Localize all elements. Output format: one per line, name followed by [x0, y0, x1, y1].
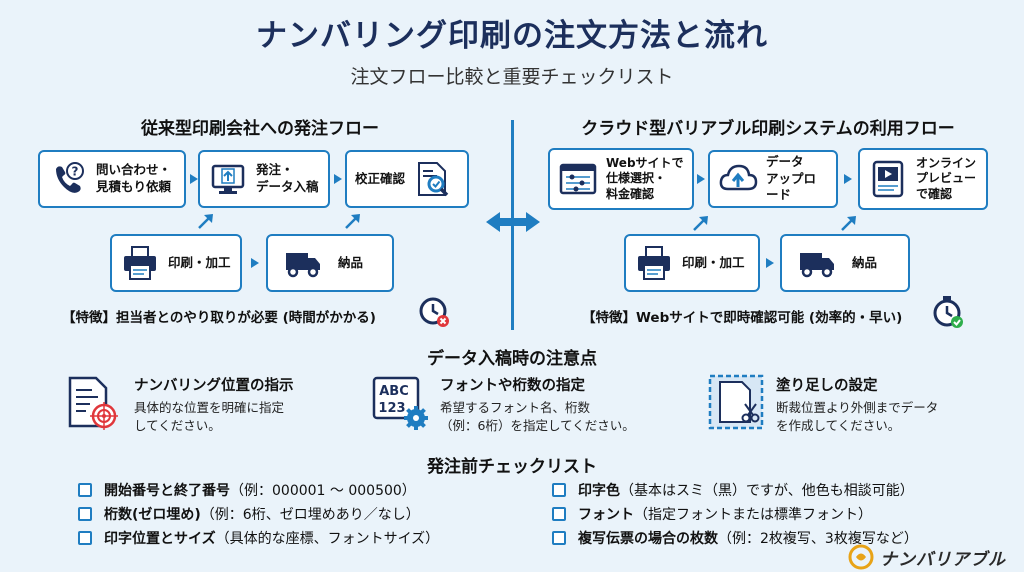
- check-label-bold: 桁数(ゼロ埋め): [104, 507, 201, 523]
- step-label: 問い合わせ・ 見積もり依頼: [96, 162, 172, 194]
- document-target-icon: [68, 376, 118, 430]
- arrow-right-icon: [766, 258, 774, 268]
- left-step-delivery: 納品: [266, 234, 394, 292]
- brand-logo-text: ナンバリアブル: [880, 549, 1006, 570]
- step-label: 印刷・加工: [168, 254, 231, 270]
- checklist-item[interactable]: 開始番号と終了番号（例：000001 ～ 000500）: [78, 478, 439, 502]
- arrow-right-icon: [844, 174, 852, 184]
- right-step-print: 印刷・加工: [624, 234, 760, 292]
- bleed-scissors-icon: [708, 374, 764, 430]
- check-label-bold: 開始番号と終了番号: [104, 483, 230, 499]
- checklist-left: 開始番号と終了番号（例：000001 ～ 000500） 桁数(ゼロ埋め)（例：…: [78, 478, 439, 550]
- check-label-bold: 複写伝票の場合の枚数: [578, 531, 718, 547]
- checklist-item[interactable]: 複写伝票の場合の枚数（例：2枚複写、3枚複写など）: [552, 526, 918, 550]
- step-label: 発注・ データ入稿: [256, 162, 319, 194]
- left-step-order: 発注・ データ入稿: [198, 150, 330, 208]
- left-step-inquiry: ? 問い合わせ・ 見積もり依頼: [38, 150, 186, 208]
- document-magnifier-icon: [418, 162, 449, 197]
- checkbox[interactable]: [552, 507, 566, 521]
- computer-upload-icon: [211, 164, 245, 194]
- check-label-bold: フォント: [578, 507, 634, 523]
- check-label-bold: 印字位置とサイズ: [104, 531, 216, 547]
- right-step-web: Webサイトで 仕様選択・ 料金確認: [548, 148, 694, 210]
- note-font: ABC 123 フォントや桁数の指定 希望するフォント名、桁数 （例：6桁）を指…: [372, 374, 692, 435]
- check-label-bold: 印字色: [578, 483, 620, 499]
- note-desc: 断裁位置より外側までデータ を作成してください。: [776, 400, 939, 434]
- icon-abc-text: ABC: [379, 384, 409, 399]
- note-position: ナンバリング位置の指示 具体的な位置を明確に指定 してください。: [66, 374, 366, 435]
- left-flow-heading: 従来型印刷会社への発注フロー: [141, 119, 379, 139]
- arrow-right-icon: [190, 174, 198, 184]
- checklist-item[interactable]: 桁数(ゼロ埋め)（例：6桁、ゼロ埋めあり／なし）: [78, 502, 439, 526]
- compare-arrows-icon: [486, 212, 540, 232]
- phone-question-icon: ?: [56, 162, 84, 193]
- svg-text:?: ?: [72, 165, 79, 179]
- icon-123-text: 123: [378, 401, 405, 416]
- checkbox[interactable]: [78, 531, 92, 545]
- brand-logo-icon: [848, 544, 874, 570]
- step-label: オンライン プレビュー で確認: [916, 155, 977, 201]
- printer-icon: [124, 246, 156, 280]
- note-title: フォントや桁数の指定: [440, 378, 585, 394]
- checklist-item[interactable]: 印字位置とサイズ（具体的な座標、フォントサイズ）: [78, 526, 439, 550]
- note-title: ナンバリング位置の指示: [134, 378, 294, 394]
- right-feature: 【特徴】Webサイトで即時確認可能 (効率的・早い): [582, 310, 903, 326]
- step-label: 印刷・加工: [682, 254, 745, 270]
- left-step-print: 印刷・加工: [110, 234, 242, 292]
- left-feature: 【特徴】担当者とのやり取りが必要 (時間がかかる): [62, 310, 376, 326]
- right-step-delivery: 納品: [780, 234, 910, 292]
- arrow-right-icon: [334, 174, 342, 184]
- arrow-up-right-icon: [198, 214, 213, 229]
- check-label-rest: （例：2枚複写、3枚複写など）: [718, 531, 918, 547]
- printer-icon: [638, 246, 670, 280]
- check-label-rest: （例：6桁、ゼロ埋めあり／なし）: [200, 507, 420, 523]
- checklist-item[interactable]: フォント（指定フォントまたは標準フォント）: [552, 502, 918, 526]
- right-step-preview: オンライン プレビュー で確認: [858, 148, 988, 210]
- arrow-right-icon: [697, 174, 705, 184]
- left-step-proof: 校正確認: [345, 150, 469, 208]
- cloud-upload-icon: [719, 164, 758, 191]
- page-title: ナンバリング印刷の注文方法と流れ: [256, 18, 768, 54]
- arrow-up-right-icon: [345, 214, 360, 229]
- brand-logo: ナンバリアブル: [848, 542, 1024, 572]
- step-label: 納品: [852, 254, 878, 270]
- checkbox[interactable]: [552, 483, 566, 497]
- checkbox[interactable]: [78, 483, 92, 497]
- arrow-right-icon: [251, 258, 259, 268]
- step-label: Webサイトで 仕様選択・ 料金確認: [606, 155, 684, 201]
- truck-icon: [286, 253, 320, 278]
- check-label-rest: （具体的な座標、フォントサイズ）: [215, 531, 440, 547]
- checklist-item[interactable]: 印字色（基本はスミ（黒）ですが、他色も相談可能）: [552, 478, 918, 502]
- arrow-up-right-icon: [841, 216, 856, 231]
- clock-cross-icon: [419, 297, 449, 327]
- check-label-rest: （例：000001 ～ 000500）: [230, 483, 416, 499]
- checklist-heading: 発注前チェックリスト: [427, 457, 597, 477]
- checklist-right: 印字色（基本はスミ（黒）ですが、他色も相談可能） フォント（指定フォントまたは標…: [552, 478, 918, 550]
- step-label: 納品: [338, 254, 364, 270]
- note-title: 塗り足しの設定: [776, 378, 878, 394]
- check-label-rest: （指定フォントまたは標準フォント）: [634, 507, 872, 523]
- note-desc: 希望するフォント名、桁数 （例：6桁）を指定してください。: [440, 400, 635, 434]
- note-desc: 具体的な位置を明確に指定 してください。: [134, 400, 285, 434]
- arrow-up-right-icon: [693, 216, 708, 231]
- tablet-preview-icon: [872, 160, 904, 198]
- browser-settings-icon: [559, 163, 597, 195]
- notes-heading: データ入稿時の注意点: [427, 349, 597, 369]
- checkbox[interactable]: [78, 507, 92, 521]
- stopwatch-check-icon: [933, 296, 963, 328]
- note-bleed: 塗り足しの設定 断裁位置より外側までデータ を作成してください。: [708, 374, 1008, 435]
- check-label-rest: （基本はスミ（黒）ですが、他色も相談可能）: [620, 483, 914, 499]
- step-label: データ アップロード: [766, 153, 817, 203]
- truck-icon: [800, 253, 834, 278]
- checkbox[interactable]: [552, 531, 566, 545]
- right-flow-heading: クラウド型バリアブル印刷システムの利用フロー: [581, 119, 955, 139]
- abc-123-gear-icon: ABC 123: [372, 376, 428, 430]
- step-label: 校正確認: [355, 170, 406, 186]
- page-subtitle: 注文フロー比較と重要チェックリスト: [350, 66, 674, 88]
- right-step-upload: データ アップロード: [708, 150, 838, 208]
